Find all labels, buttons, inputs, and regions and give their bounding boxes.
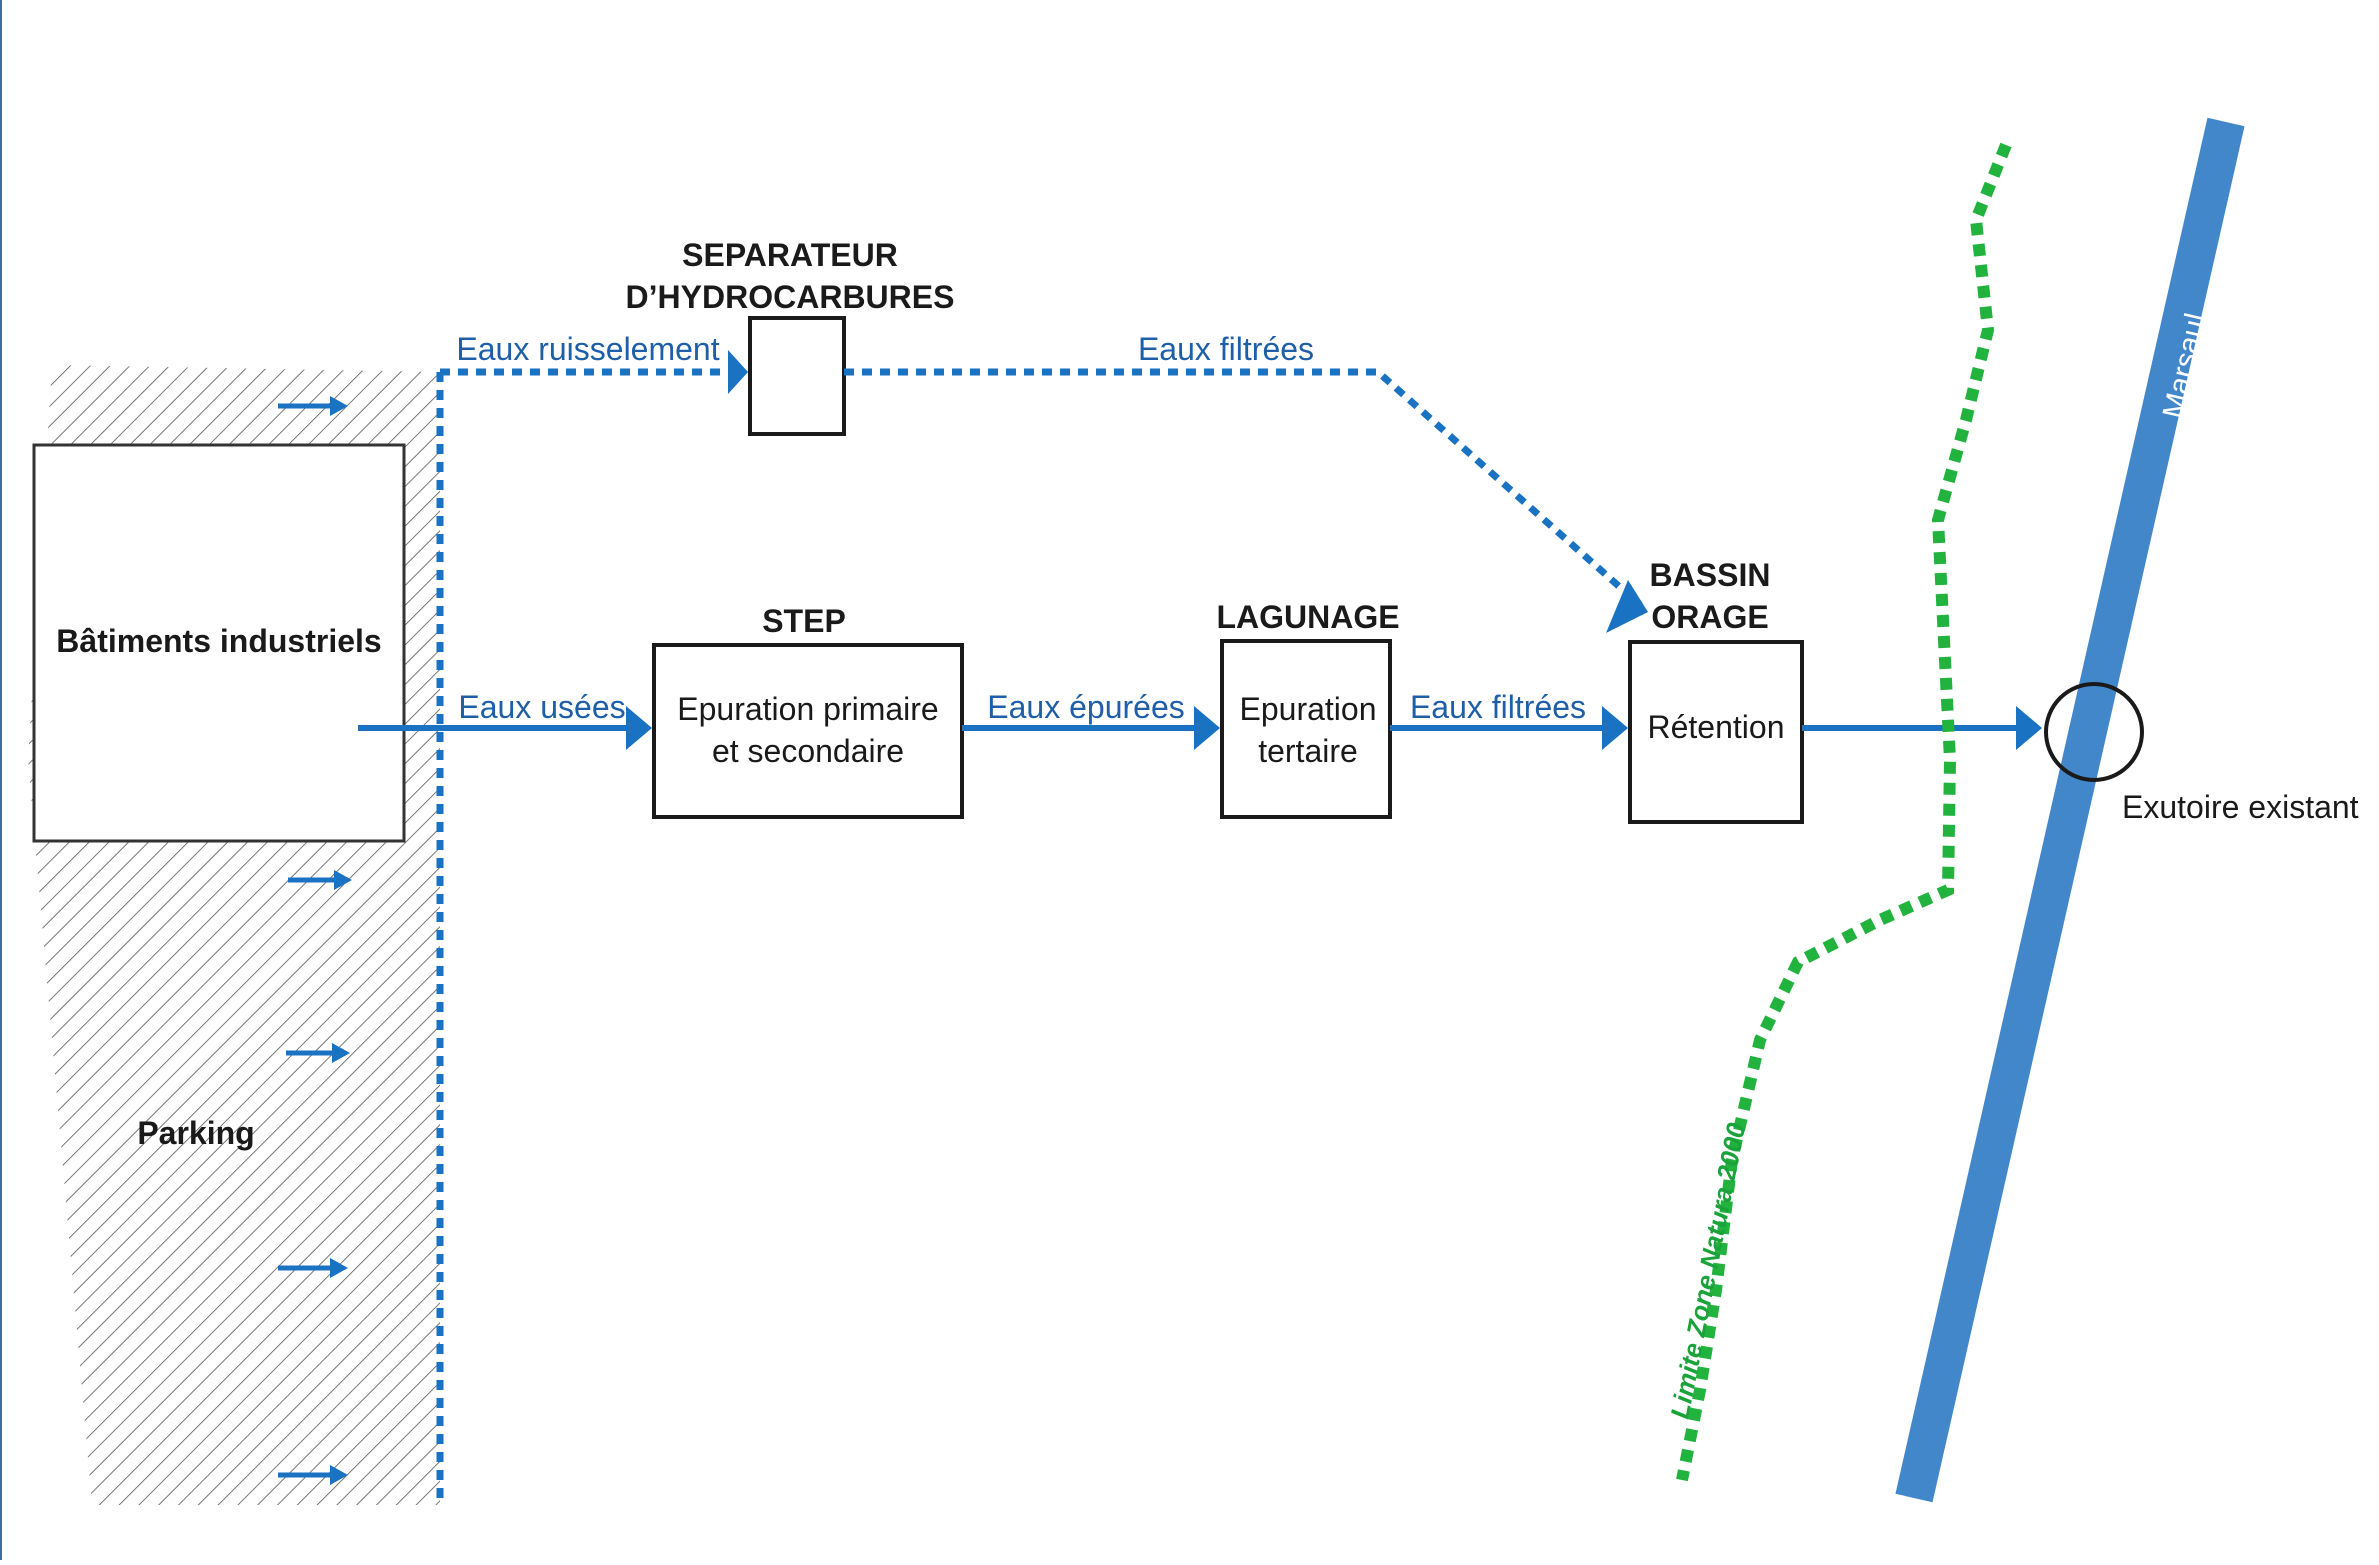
- filtered-dotted-line: [844, 368, 1643, 608]
- outlet-label: Exutoire existant: [2122, 789, 2359, 825]
- purified-arrowhead: [1194, 706, 1220, 750]
- wastewater-flow-label: Eaux usées: [458, 689, 625, 725]
- step-body-line1: Epuration primaire: [677, 691, 938, 727]
- runoff-arrow: [286, 1043, 350, 1063]
- lagunage-box: [1220, 639, 1392, 819]
- filtered-arrowhead: [1602, 706, 1628, 750]
- separator-title-line1: SEPARATEUR: [682, 237, 898, 273]
- step-box: [652, 643, 964, 819]
- buildings-label: Bâtiments industriels: [56, 623, 381, 659]
- runoff-arrow: [278, 396, 348, 416]
- filtered-dotted-arrowhead: [1606, 580, 1648, 633]
- filtered-top-flow-label: Eaux filtrées: [1138, 331, 1314, 367]
- outlet-arrowhead: [2016, 706, 2042, 750]
- runoff-arrow: [278, 1465, 348, 1485]
- bassin-title-line1: BASSIN: [1650, 557, 1771, 593]
- bassin-body: Rétention: [1648, 709, 1785, 745]
- river-marsaul: [1895, 117, 2245, 1503]
- bassin-box: [1628, 640, 1804, 824]
- lagunage-body-line2: tertaire: [1258, 733, 1358, 769]
- natura-boundary-line: [1676, 142, 2012, 1482]
- bassin-title-line2: ORAGE: [1651, 599, 1768, 635]
- runoff-arrowhead: [728, 350, 748, 394]
- parking-label: Parking: [137, 1115, 254, 1151]
- outlet-circle: [2044, 682, 2144, 782]
- runoff-flow-label: Eaux ruisselement: [456, 331, 719, 367]
- buildings-box: [32, 443, 406, 843]
- runoff-arrows: [278, 396, 352, 1485]
- purified-flow-label: Eaux épurées: [987, 689, 1184, 725]
- wastewater-arrowhead: [626, 706, 652, 750]
- runoff-arrow: [278, 1258, 348, 1278]
- filtered-bottom-flow-label: Eaux filtrées: [1410, 689, 1586, 725]
- runoff-arrow: [288, 870, 352, 890]
- step-title: STEP: [762, 603, 846, 639]
- separator-title-line2: D’HYDROCARBURES: [626, 279, 955, 315]
- lagunage-body-line1: Epuration: [1240, 691, 1377, 727]
- lagunage-title: LAGUNAGE: [1216, 599, 1399, 635]
- step-body-line2: et secondaire: [712, 733, 904, 769]
- separator-box: [748, 316, 846, 436]
